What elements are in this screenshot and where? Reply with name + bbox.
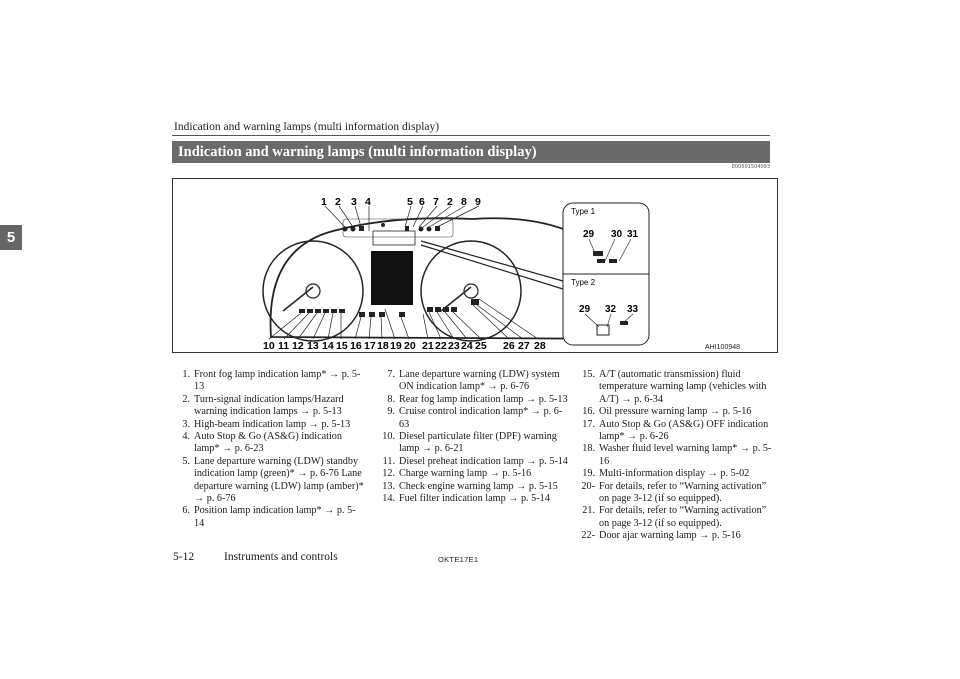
list-item: 8.Rear fog lamp indication lamp → p. 5-1… [387, 393, 568, 405]
callout-8: 8 [461, 196, 467, 208]
list-item: 14.Fuel filter indication lamp → p. 5-14 [382, 493, 550, 505]
instrument-cluster-figure: 1 2 3 4 5 6 7 2 8 9 10 11 12 13 14 15 16… [172, 178, 778, 353]
callout-3: 3 [351, 196, 357, 208]
callout-24: 24 [461, 340, 473, 352]
callout-19: 19 [390, 340, 402, 352]
callout-28: 28 [534, 340, 546, 352]
type1-callout-30: 30 [611, 229, 623, 240]
section-code: E00501504093 [731, 164, 770, 170]
callout-11: 11 [278, 340, 289, 352]
multi-information-display [371, 251, 413, 305]
chapter-tab[interactable]: 5 [0, 225, 22, 250]
cluster-illustration: 1 2 3 4 5 6 7 2 8 9 10 11 12 13 14 15 16… [262, 196, 740, 352]
type2-label: Type 2 [571, 278, 596, 287]
running-head: Indication and warning lamps (multi info… [174, 121, 440, 133]
tachometer-dial [262, 240, 364, 342]
callout-25: 25 [475, 340, 487, 352]
callout-20: 20 [404, 340, 416, 352]
footer-section-title: Instruments and controls [224, 551, 338, 563]
legend-column-3: 15.A/T (automatic transmission) fluid te… [573, 369, 773, 543]
callout-18: 18 [377, 340, 389, 352]
callout-7: 7 [433, 196, 439, 208]
list-item: 18.Washer fluid level warning lamp* → p.… [582, 443, 772, 467]
callout-15: 15 [336, 340, 348, 352]
type1-callout-29: 29 [583, 229, 595, 240]
list-item: 12.Charge warning lamp → p. 5-16 [382, 468, 532, 480]
callout-26: 26 [503, 340, 515, 352]
bottom-lamp-icons [299, 299, 479, 317]
callout-1: 1 [321, 196, 327, 208]
list-item: 20-For details, refer to “Warning activa… [581, 480, 767, 505]
list-item: 21.For details, refer to “Warning activa… [582, 505, 767, 529]
type1-label: Type 1 [571, 207, 596, 216]
callout-9: 9 [475, 196, 481, 208]
list-item: 10.Diesel particulate filter (DPF) warni… [382, 431, 557, 455]
list-item: 16.Oil pressure warning lamp → p. 5-16 [582, 406, 752, 418]
type2-callout-29: 29 [579, 304, 591, 315]
top-callout-numbers: 1 2 3 4 5 6 7 2 8 9 [321, 196, 481, 208]
bottom-callout-numbers: 10 11 12 13 14 15 16 17 18 19 20 21 22 2… [263, 340, 546, 352]
list-item: 19.Multi-information display → p. 5-02 [582, 468, 750, 480]
list-item: 11.Diesel preheat indication lamp → p. 5… [382, 455, 568, 467]
legend-column-2: 7.Lane departure warning (LDW) system ON… [373, 369, 568, 505]
type2-callout-33: 33 [627, 304, 639, 315]
list-item: 4.Auto Stop & Go (AS&G) indication lamp*… [182, 431, 342, 455]
callout-6: 6 [419, 196, 425, 208]
bottom-leader-lines [268, 298, 539, 340]
callout-14: 14 [322, 340, 334, 352]
list-item: 5.Lane departure warning (LDW) standby i… [182, 455, 364, 505]
callout-13: 13 [307, 340, 319, 352]
page-number: 5-12 [173, 551, 195, 563]
section-title: Indication and warning lamps (multi info… [172, 141, 770, 163]
callout-2: 2 [335, 196, 341, 208]
list-item: 22-Door ajar warning lamp → p. 5-16 [581, 530, 741, 542]
list-item: 17.Auto Stop & Go (AS&G) OFF indication … [582, 418, 769, 443]
callout-22: 22 [435, 340, 447, 352]
callout-27: 27 [518, 340, 530, 352]
callout-4: 4 [365, 196, 371, 208]
type2-callout-32: 32 [605, 304, 617, 315]
list-item: 9.Cruise control indication lamp* → p. 6… [387, 406, 563, 430]
callout-17: 17 [364, 340, 376, 352]
list-item: 6.Position lamp indication lamp* → p. 5-… [182, 505, 356, 529]
footer-code: OKTE17E1 [438, 555, 479, 564]
list-item: 15.A/T (automatic transmission) fluid te… [582, 369, 767, 405]
callout-21: 21 [422, 340, 434, 352]
figure-code: AHI100948 [705, 344, 740, 351]
callout-10: 10 [263, 340, 275, 352]
callout-16: 16 [350, 340, 362, 352]
speedometer-dial [420, 240, 522, 342]
type1-callout-31: 31 [627, 229, 639, 240]
legend-column-1: 1.Front fog lamp indication lamp* → p. 5… [174, 369, 364, 530]
list-item: 7.Lane departure warning (LDW) system ON… [387, 369, 560, 393]
list-item: 3.High-beam indication lamp → p. 5-13 [182, 418, 351, 430]
top-leader-lines [324, 205, 480, 231]
callout-12: 12 [292, 340, 304, 352]
list-item: 2.Turn-signal indication lamps/Hazard wa… [182, 393, 344, 418]
callout-2b: 2 [447, 196, 453, 208]
top-lamp-icons [342, 223, 440, 232]
callout-5: 5 [407, 196, 413, 208]
list-item: 13.Check engine warning lamp → p. 5-15 [382, 480, 558, 492]
list-item: 1.Front fog lamp indication lamp* → p. 5… [182, 369, 361, 393]
callout-23: 23 [448, 340, 460, 352]
header-rule [172, 135, 770, 136]
